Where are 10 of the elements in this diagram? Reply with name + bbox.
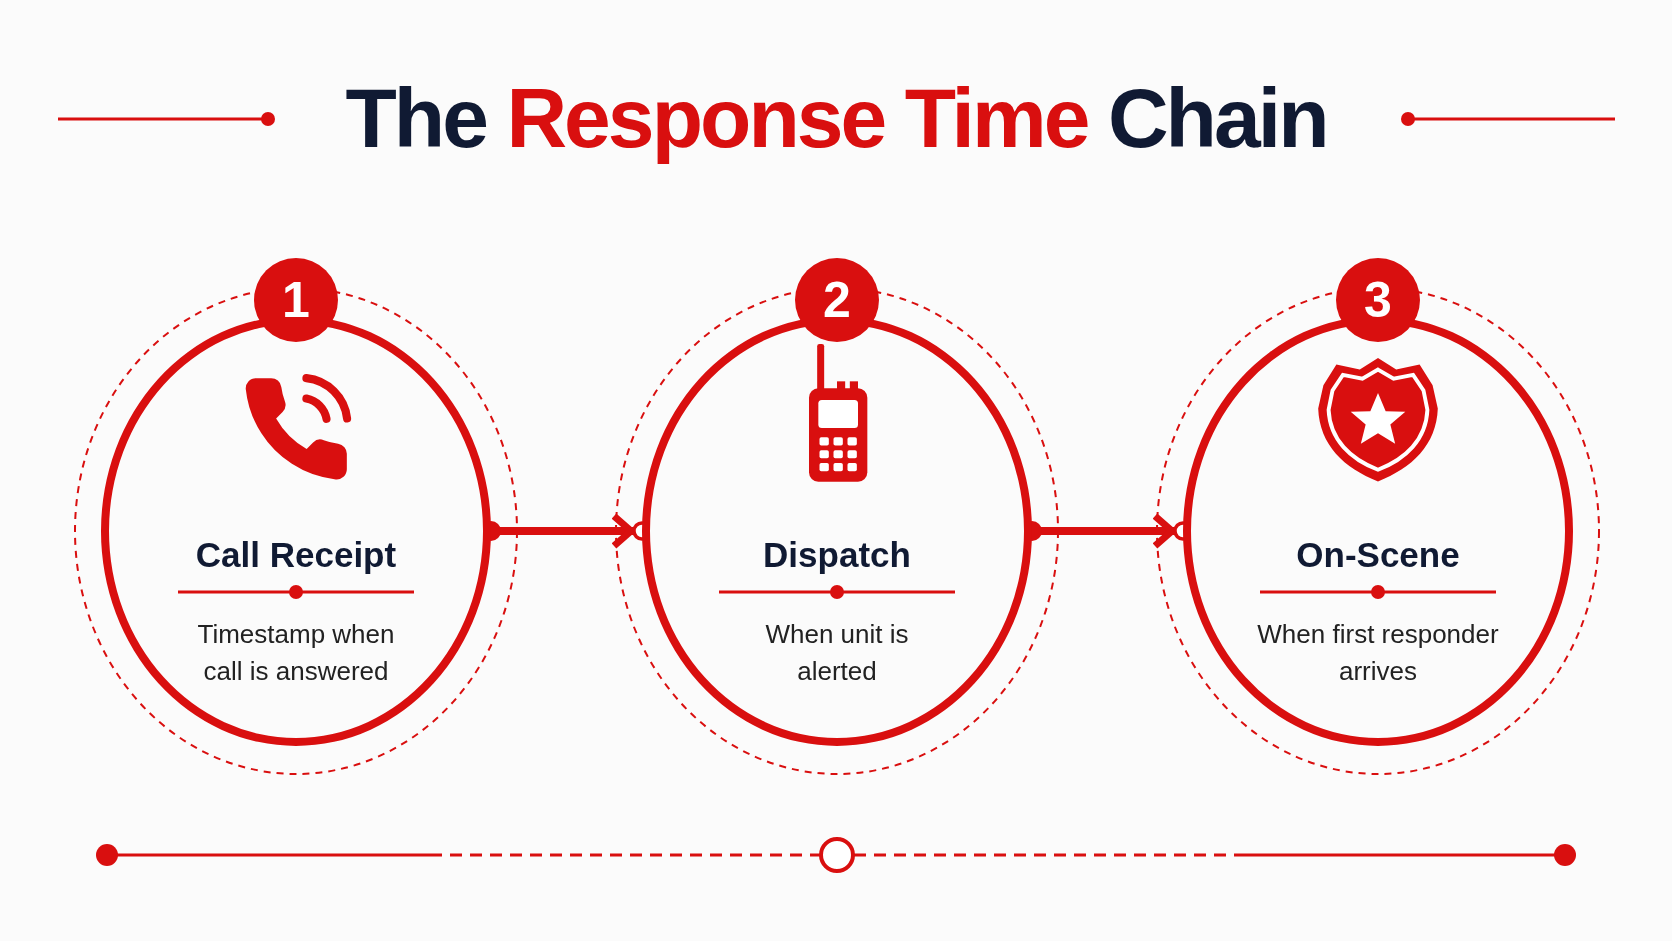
title: The Response Time Chain	[345, 70, 1327, 167]
step-heading: On-Scene	[1296, 534, 1460, 576]
step-heading: Dispatch	[763, 534, 911, 576]
step-description: Timestamp when call is answered	[196, 618, 396, 688]
step-number-badge: 2	[795, 258, 879, 342]
step-number-badge: 3	[1336, 258, 1420, 342]
step-number-badge: 1	[254, 258, 338, 342]
step-heading: Call Receipt	[195, 534, 397, 576]
step-description: When first responder arrives	[1256, 618, 1500, 688]
step-description: When unit is alerted	[764, 618, 910, 688]
